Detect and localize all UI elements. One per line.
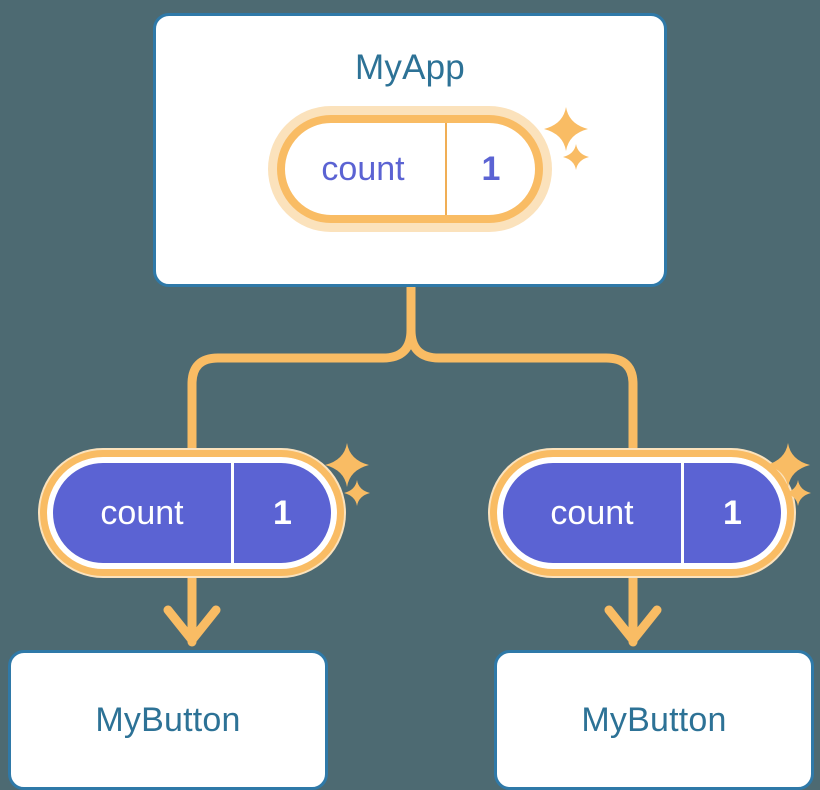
state-pill-left-button[interactable]: count 1: [40, 450, 344, 576]
state-key-label: count: [100, 493, 184, 532]
state-value-label: 1: [445, 123, 535, 215]
state-key-label: count: [321, 149, 405, 188]
component-label: MyButton: [95, 700, 241, 739]
component-label: MyButton: [581, 700, 727, 739]
state-pill-body: count 1: [40, 450, 344, 576]
edge-app-to-right: [406, 283, 638, 467]
component-card-mybutton-right[interactable]: MyButton: [494, 650, 814, 790]
diagram-canvas: MyApp count 1 count 1 count 1: [8, 13, 814, 790]
arrow-down-icon-left: [163, 605, 221, 645]
component-card-mybutton-left[interactable]: MyButton: [8, 650, 328, 790]
state-value-label: 1: [231, 463, 331, 563]
edge-app-to-left: [187, 283, 416, 467]
sparkle-small-icon: [785, 480, 811, 506]
state-pill-myapp[interactable]: count 1: [277, 115, 543, 223]
state-pill-body: count 1: [490, 450, 794, 576]
state-pill-body: count 1: [277, 115, 543, 223]
state-value-label: 1: [681, 463, 781, 563]
state-key-label: count: [550, 493, 634, 532]
state-pill-right-button[interactable]: count 1: [490, 450, 794, 576]
arrow-down-icon-right: [604, 605, 662, 645]
page-title: MyApp: [355, 48, 465, 87]
sparkle-small-icon: [344, 480, 370, 506]
